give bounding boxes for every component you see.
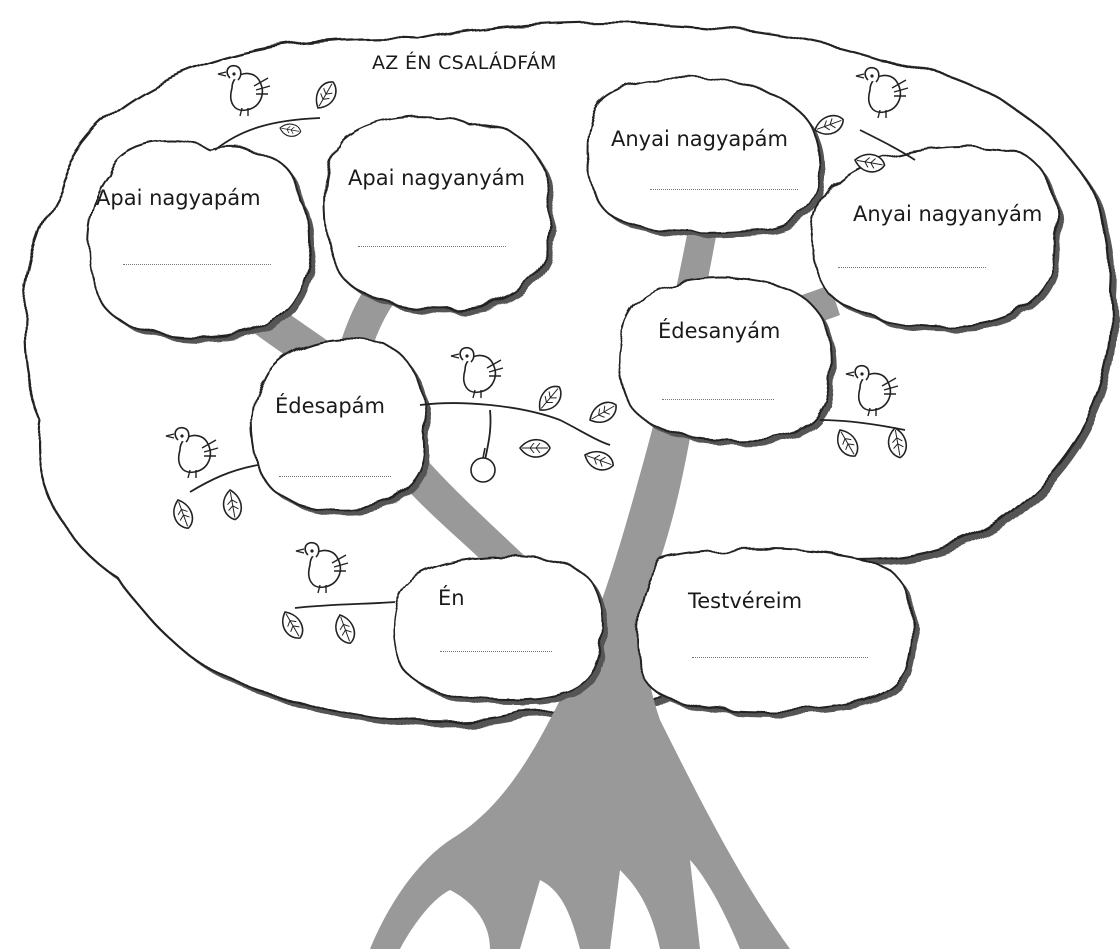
cloud-edesanya — [617, 277, 837, 446]
answer-line-apai-nagyanya[interactable] — [358, 246, 506, 247]
cloud-en — [391, 555, 608, 705]
label-edesanya: Édesanyám — [658, 319, 781, 343]
label-anyai-nagyanya: Anyai nagyanyám — [853, 202, 1043, 226]
answer-line-testvereim[interactable] — [692, 657, 868, 658]
decorative-branches — [189, 117, 916, 609]
label-apai-nagyanya: Apai nagyanyám — [348, 166, 525, 190]
cloud-anyai-nagyanya — [812, 145, 1062, 332]
cloud-testvereim — [635, 548, 917, 715]
cloud-apai-nagyanya — [324, 114, 557, 314]
label-anyai-nagyapa: Anyai nagyapám — [611, 127, 788, 151]
cloud-edesapa — [251, 338, 432, 516]
label-edesapa: Édesapám — [275, 394, 385, 418]
label-en: Én — [438, 586, 465, 610]
answer-line-anyai-nagyapa[interactable] — [650, 189, 798, 190]
answer-line-apai-nagyapa[interactable] — [123, 264, 271, 265]
answer-line-edesanya[interactable] — [662, 399, 774, 400]
cloud-apai-nagyapa — [87, 141, 315, 342]
label-testvereim: Testvéreim — [688, 589, 803, 613]
answer-line-en[interactable] — [440, 651, 552, 652]
page-title: AZ ÉN CSALÁDFÁM — [372, 52, 557, 74]
cloud-anyai-nagyapa — [585, 77, 826, 238]
label-apai-nagyapa: Apai nagyapám — [96, 186, 261, 210]
answer-line-anyai-nagyanya[interactable] — [838, 267, 986, 268]
answer-line-edesapa[interactable] — [279, 476, 391, 477]
